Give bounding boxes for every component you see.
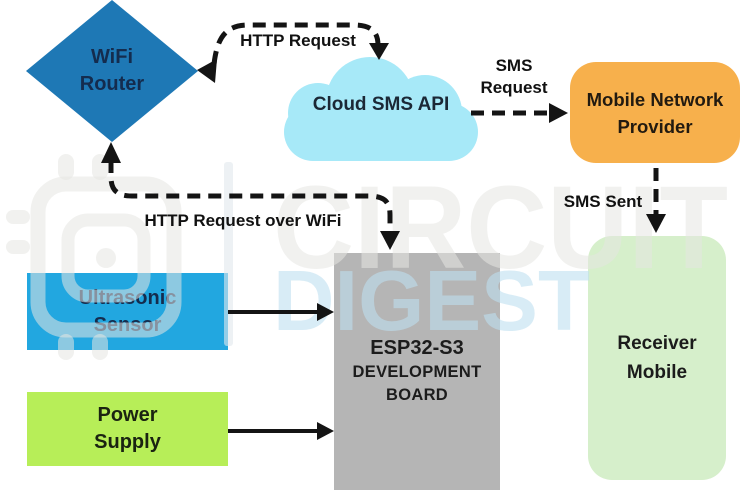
power-supply-label: Power bbox=[97, 404, 158, 426]
edge-label-sms-request: SMS Request bbox=[480, 56, 548, 97]
node-power-supply: Power Supply bbox=[27, 392, 228, 466]
arrowhead-to-router bbox=[197, 59, 217, 83]
arrowhead-to-receiver bbox=[646, 214, 666, 233]
edge-label-http-request-over-wifi: HTTP Request over WiFi bbox=[144, 211, 342, 230]
esp32-board-label: ESP32-S3 bbox=[370, 337, 464, 359]
node-cloud-sms-api: Cloud SMS API bbox=[282, 57, 480, 162]
mobile-network-provider-label: Mobile Network bbox=[586, 88, 724, 110]
wifi-router-label: WiFi bbox=[90, 46, 134, 68]
ultrasonic-sensor-label: Ultrasonic bbox=[78, 286, 177, 309]
receiver-mobile-label: Receiver bbox=[617, 333, 697, 354]
node-wifi-router: WiFi Router bbox=[26, 0, 198, 142]
node-mobile-network-provider: Mobile Network Provider bbox=[570, 62, 740, 163]
arrowhead-to-provider bbox=[549, 103, 568, 123]
arrowhead-up-to-router bbox=[101, 142, 121, 163]
node-receiver-mobile: Receiver Mobile bbox=[588, 236, 726, 480]
edge-label-sms-sent: SMS Sent bbox=[563, 192, 643, 211]
node-ultrasonic-sensor: Ultrasonic Sensor bbox=[27, 273, 228, 350]
cloud-sms-api-label: Cloud SMS API bbox=[312, 94, 450, 115]
edge-label-http-request: HTTP Request bbox=[240, 31, 356, 50]
arrowhead-sensor-board bbox=[317, 303, 334, 321]
arrowhead-power-board bbox=[317, 422, 334, 440]
arrowhead-down-to-board bbox=[380, 231, 400, 250]
node-esp32-development-board: ESP32-S3 DEVELOPMENT BOARD bbox=[334, 253, 500, 490]
